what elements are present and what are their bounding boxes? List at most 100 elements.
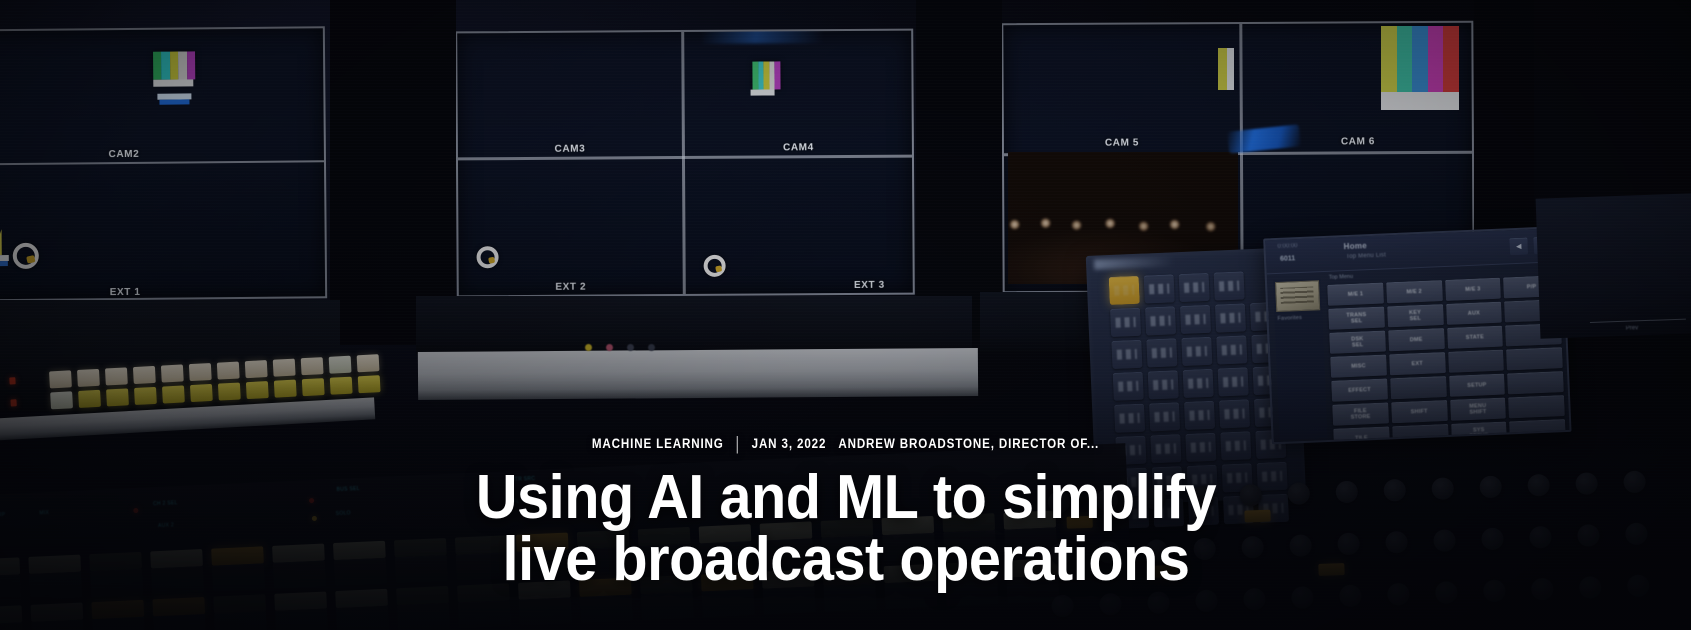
- menu-button-label: [1448, 361, 1504, 363]
- menu-button-label: EFFECT: [1348, 387, 1371, 394]
- menu-button[interactable]: KEY SEL: [1386, 304, 1444, 328]
- logo-bug: [12, 242, 39, 269]
- switcher-button[interactable]: [1109, 307, 1142, 337]
- menu-button-label: EXT: [1411, 360, 1423, 368]
- chevron-left-icon[interactable]: ◀: [1509, 237, 1529, 256]
- menu-button[interactable]: EFFECT: [1331, 378, 1388, 402]
- logo-bug: [703, 254, 726, 277]
- switcher-touchscreen[interactable]: 0:00:00 6011 Home Top Menu List ◀ ▶ Favo…: [1263, 225, 1572, 445]
- vision-mixer-lamp[interactable]: [50, 391, 74, 410]
- menu-button[interactable]: SHIFT: [1390, 399, 1448, 424]
- menu-button-empty[interactable]: [1508, 395, 1565, 419]
- vision-mixer-lamp[interactable]: [189, 383, 213, 403]
- switcher-button[interactable]: [1114, 403, 1146, 433]
- vision-mixer-lamp[interactable]: [134, 386, 157, 406]
- menu-button[interactable]: DSK SEL: [1329, 330, 1386, 354]
- vision-mixer-lamp[interactable]: [300, 357, 324, 376]
- vision-mixer-lamp[interactable]: [244, 360, 268, 379]
- vision-mixer-lamp[interactable]: [49, 370, 72, 389]
- vision-mixer-lamp[interactable]: [160, 364, 184, 383]
- switcher-button[interactable]: [1112, 371, 1144, 401]
- monitor-wall-center: CAM3 CAM4 EXT 2 EXT 3: [455, 28, 915, 298]
- menu-button[interactable]: SETUP: [1448, 373, 1506, 397]
- quad-label: CAM 5: [1104, 137, 1140, 149]
- switcher-button[interactable]: [1181, 336, 1213, 367]
- vision-mixer-lamp[interactable]: [328, 355, 352, 374]
- menu-button[interactable]: TRANS SEL: [1328, 306, 1385, 330]
- menu-button-label: TRANS SEL: [1346, 311, 1367, 325]
- menu-button-label: [1510, 430, 1566, 432]
- switcher-button[interactable]: [1213, 271, 1245, 301]
- monitor-housing-center: [416, 296, 972, 354]
- vision-mixer-lamp[interactable]: [77, 368, 100, 387]
- switcher-button[interactable]: [1111, 339, 1143, 369]
- menu-button[interactable]: DME: [1387, 328, 1445, 352]
- vision-mixer-lamp[interactable]: [272, 358, 296, 377]
- hero-text-block: MACHINE LEARNING | JAN 3, 2022 ANDREW BR…: [0, 433, 1691, 630]
- meta-separator: |: [735, 433, 740, 454]
- menu-button[interactable]: M/E 1: [1327, 282, 1384, 306]
- favorites-thumbnail[interactable]: [1275, 280, 1321, 313]
- menu-button-label: DME: [1409, 336, 1423, 344]
- menu-button[interactable]: MENU SHIFT: [1449, 397, 1507, 421]
- switcher-button[interactable]: [1144, 306, 1177, 336]
- vision-mixer-lamp[interactable]: [216, 361, 240, 380]
- menu-button[interactable]: MISC: [1330, 354, 1387, 378]
- menu-button[interactable]: STATE: [1446, 325, 1504, 349]
- menu-button-empty[interactable]: [1507, 371, 1564, 395]
- desk-shelf-center: [417, 348, 979, 400]
- menu-button[interactable]: AUX: [1445, 301, 1503, 325]
- vision-mixer-lamp[interactable]: [106, 388, 129, 407]
- vision-mixer-lamp[interactable]: [273, 379, 297, 398]
- vision-mixer-lamp[interactable]: [245, 381, 269, 400]
- quad-label: EXT 1: [109, 286, 141, 299]
- switcher-button[interactable]: [1214, 303, 1247, 333]
- vision-mixer-lamp[interactable]: [329, 376, 353, 395]
- menu-button-empty[interactable]: [1506, 347, 1563, 371]
- vision-mixer-lamp[interactable]: [78, 389, 101, 408]
- switcher-button[interactable]: [1146, 338, 1178, 368]
- vision-mixer-lamp[interactable]: [301, 378, 325, 397]
- menu-button-empty[interactable]: [1447, 349, 1505, 373]
- menu-button-empty[interactable]: [1389, 376, 1447, 400]
- quad-cam3: CAM3: [457, 32, 682, 157]
- touchscreen-device-id: 6011: [1279, 255, 1296, 263]
- quad-label: CAM3: [554, 143, 586, 155]
- article-category[interactable]: MACHINE LEARNING: [591, 436, 724, 452]
- smpte-colorbars-cam6: [1381, 26, 1459, 92]
- touchscreen-favorites-sidebar[interactable]: Favorites: [1272, 278, 1328, 441]
- touchscreen-subtitle: Top Menu List: [1345, 252, 1387, 261]
- vision-mixer-lamp[interactable]: [357, 375, 381, 394]
- vision-mixer-lamp[interactable]: [161, 385, 185, 404]
- menu-button[interactable]: EXT: [1388, 352, 1446, 376]
- switcher-button[interactable]: [1143, 274, 1175, 304]
- switcher-button[interactable]: [1179, 304, 1212, 335]
- menu-button[interactable]: FILE STORE: [1332, 402, 1389, 426]
- vision-mixer-lamp[interactable]: [356, 354, 380, 373]
- vision-mixer-lamp[interactable]: [188, 362, 212, 382]
- vision-mixer-lamp[interactable]: [104, 367, 128, 386]
- vision-mixer-lamp[interactable]: [217, 382, 241, 401]
- article-author[interactable]: ANDREW BROADSTONE, DIRECTOR OF...: [838, 436, 1100, 452]
- switcher-button[interactable]: [1148, 402, 1181, 432]
- menu-button[interactable]: M/E 3: [1444, 277, 1502, 301]
- switcher-button[interactable]: [1218, 399, 1251, 429]
- quad-ext3: EXT 3: [685, 158, 913, 294]
- menu-button-label: SETUP: [1467, 382, 1487, 389]
- menu-button-label: DSK SEL: [1351, 336, 1364, 349]
- switcher-button[interactable]: [1182, 368, 1214, 399]
- switcher-button-active[interactable]: [1108, 275, 1140, 306]
- wall-gap-center: [916, 0, 1002, 340]
- quad-label: CAM4: [783, 142, 814, 154]
- quad-ext2: EXT 2: [458, 159, 683, 295]
- switcher-button[interactable]: [1147, 370, 1179, 400]
- switcher-button[interactable]: [1178, 272, 1210, 303]
- menu-button[interactable]: M/E 2: [1385, 280, 1443, 304]
- led-indicator: [585, 344, 592, 351]
- switcher-button[interactable]: [1217, 367, 1249, 397]
- switcher-button[interactable]: [1183, 400, 1216, 430]
- vision-mixer-lamp[interactable]: [132, 365, 156, 385]
- switcher-button[interactable]: [1216, 335, 1248, 365]
